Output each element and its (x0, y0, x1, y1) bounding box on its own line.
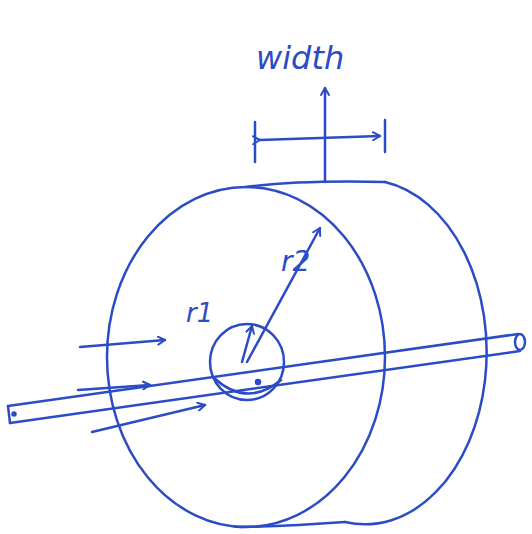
r2-arrow (247, 228, 320, 362)
width-tick (384, 120, 387, 152)
shaft-bottom-edge (10, 351, 520, 423)
radius-label: r1 (186, 300, 213, 326)
flow-arrow (78, 385, 150, 390)
radius-label: r2 (281, 248, 310, 276)
dimension-label: width (256, 42, 344, 74)
hole-dot (256, 380, 260, 384)
width-dimension (260, 136, 380, 140)
disc-back-top (246, 182, 385, 187)
width-tick (254, 122, 257, 162)
disc-back-rim (345, 182, 487, 524)
shaft-right-end (515, 334, 525, 350)
disc-front-face (107, 187, 385, 527)
flow-arrow (92, 405, 205, 432)
shaft-top-edge (8, 334, 518, 406)
shaft-end-dot (13, 413, 16, 416)
r1-arrow (242, 326, 252, 362)
shaft-left-end (8, 406, 10, 423)
flow-arrow (80, 340, 165, 347)
width-leader (324, 88, 327, 182)
